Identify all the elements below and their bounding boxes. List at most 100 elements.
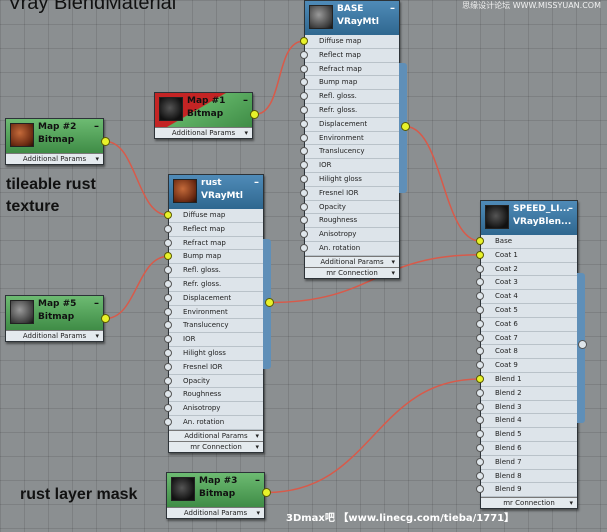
input-socket-icon[interactable] bbox=[476, 388, 484, 397]
slot-bump-map[interactable]: Bump map bbox=[164, 250, 263, 265]
map2-bitmap-node[interactable]: Map #2 Bitmap – Additional Params bbox=[5, 118, 104, 165]
additional-params-rollout[interactable]: Additional Params bbox=[167, 507, 264, 518]
slot-coat-3[interactable]: Coat 3 bbox=[476, 276, 577, 291]
input-socket-icon[interactable] bbox=[300, 161, 308, 170]
additional-params-rollout[interactable]: Additional Params bbox=[155, 127, 252, 138]
collapse-icon[interactable]: – bbox=[390, 3, 395, 14]
collapse-icon[interactable]: – bbox=[94, 298, 99, 309]
slot-an-rotation[interactable]: An. rotation bbox=[300, 242, 399, 256]
slot-ior[interactable]: IOR bbox=[164, 333, 263, 347]
collapse-icon[interactable]: – bbox=[243, 95, 248, 106]
slot-blend-8[interactable]: Blend 8 bbox=[476, 470, 577, 484]
input-socket-icon[interactable] bbox=[164, 224, 172, 233]
input-socket-icon[interactable] bbox=[164, 390, 172, 399]
node-header[interactable]: SPEED_LI... VRayBlen... – bbox=[481, 201, 577, 235]
slot-environment[interactable]: Environment bbox=[164, 306, 263, 320]
slot-blend-3[interactable]: Blend 3 bbox=[476, 401, 577, 415]
slot-coat-2[interactable]: Coat 2 bbox=[476, 263, 577, 277]
node-header[interactable]: rust VRayMtl – bbox=[169, 175, 263, 209]
input-socket-icon[interactable] bbox=[300, 37, 308, 45]
input-socket-icon[interactable] bbox=[476, 305, 484, 314]
slot-blend-2[interactable]: Blend 2 bbox=[476, 387, 577, 401]
input-socket-icon[interactable] bbox=[164, 293, 172, 302]
input-socket-icon[interactable] bbox=[300, 92, 308, 101]
node-header[interactable]: Map #3 Bitmap – bbox=[167, 473, 264, 507]
input-socket-icon[interactable] bbox=[476, 416, 484, 425]
input-socket-icon[interactable] bbox=[476, 264, 484, 273]
additional-params-rollout[interactable]: Additional Params bbox=[305, 255, 399, 267]
map2-output-socket[interactable] bbox=[101, 137, 110, 146]
slot-displacement[interactable]: Displacement bbox=[300, 118, 399, 132]
map5-bitmap-node[interactable]: Map #5 Bitmap – Additional Params bbox=[5, 295, 104, 342]
input-socket-icon[interactable] bbox=[164, 348, 172, 357]
slot-blend-4[interactable]: Blend 4 bbox=[476, 414, 577, 429]
collapse-icon[interactable]: – bbox=[254, 177, 259, 188]
collapse-icon[interactable]: – bbox=[94, 121, 99, 132]
slot-anisotropy[interactable]: Anisotropy bbox=[164, 402, 263, 416]
slot-anisotropy[interactable]: Anisotropy bbox=[300, 228, 399, 242]
slot-an-rotation[interactable]: An. rotation bbox=[164, 416, 263, 430]
input-socket-icon[interactable] bbox=[164, 335, 172, 344]
slot-refr-gloss[interactable]: Refr. gloss. bbox=[300, 104, 399, 118]
mr-connection-rollout[interactable]: mr Connection bbox=[305, 266, 399, 278]
input-socket-icon[interactable] bbox=[476, 471, 484, 480]
input-socket-icon[interactable] bbox=[476, 443, 484, 452]
slot-coat-7[interactable]: Coat 7 bbox=[476, 332, 577, 346]
input-socket-icon[interactable] bbox=[300, 174, 308, 183]
slot-coat-5[interactable]: Coat 5 bbox=[476, 304, 577, 318]
slot-base[interactable]: Base bbox=[476, 235, 577, 249]
input-socket-icon[interactable] bbox=[300, 230, 308, 239]
speed-output-socket[interactable] bbox=[578, 340, 587, 349]
input-socket-icon[interactable] bbox=[476, 361, 484, 370]
input-socket-icon[interactable] bbox=[476, 457, 484, 466]
slot-hilight-gloss[interactable]: Hilight gloss bbox=[300, 173, 399, 187]
map1-output-socket[interactable] bbox=[250, 110, 259, 119]
slot-fresnel-ior[interactable]: Fresnel IOR bbox=[164, 361, 263, 375]
map5-output-socket[interactable] bbox=[101, 314, 110, 323]
input-socket-icon[interactable] bbox=[164, 404, 172, 413]
slot-translucency[interactable]: Translucency bbox=[300, 145, 399, 160]
input-socket-icon[interactable] bbox=[164, 417, 172, 426]
node-header[interactable]: BASE VRayMtl – bbox=[305, 1, 399, 35]
input-socket-icon[interactable] bbox=[300, 188, 308, 197]
slot-blend-6[interactable]: Blend 6 bbox=[476, 442, 577, 456]
slot-fresnel-ior[interactable]: Fresnel IOR bbox=[300, 187, 399, 201]
rust-output-socket[interactable] bbox=[265, 298, 274, 307]
map3-bitmap-node[interactable]: Map #3 Bitmap – Additional Params bbox=[166, 472, 265, 519]
input-socket-icon[interactable] bbox=[476, 374, 484, 383]
slot-coat-9[interactable]: Coat 9 bbox=[476, 359, 577, 373]
input-socket-icon[interactable] bbox=[300, 243, 308, 252]
input-socket-icon[interactable] bbox=[300, 64, 308, 73]
slot-refract-map[interactable]: Refract map bbox=[164, 237, 263, 251]
slot-translucency[interactable]: Translucency bbox=[164, 319, 263, 334]
input-socket-icon[interactable] bbox=[476, 485, 484, 494]
input-socket-icon[interactable] bbox=[300, 105, 308, 114]
input-socket-icon[interactable] bbox=[300, 78, 308, 87]
slot-blend-7[interactable]: Blend 7 bbox=[476, 456, 577, 470]
additional-params-rollout[interactable]: Additional Params bbox=[169, 429, 263, 441]
input-socket-icon[interactable] bbox=[476, 250, 484, 259]
input-socket-icon[interactable] bbox=[476, 333, 484, 342]
input-socket-icon[interactable] bbox=[300, 133, 308, 142]
input-socket-icon[interactable] bbox=[164, 211, 172, 219]
slot-bump-map[interactable]: Bump map bbox=[300, 76, 399, 91]
map3-output-socket[interactable] bbox=[262, 488, 271, 497]
slot-roughness[interactable]: Roughness bbox=[300, 214, 399, 229]
slot-displacement[interactable]: Displacement bbox=[164, 292, 263, 306]
input-socket-icon[interactable] bbox=[164, 307, 172, 316]
input-socket-icon[interactable] bbox=[476, 292, 484, 301]
input-socket-icon[interactable] bbox=[476, 237, 484, 245]
slot-refr-gloss[interactable]: Refr. gloss. bbox=[164, 278, 263, 292]
slot-refract-map[interactable]: Refract map bbox=[300, 63, 399, 77]
input-socket-icon[interactable] bbox=[476, 319, 484, 328]
slot-coat-1[interactable]: Coat 1 bbox=[476, 249, 577, 263]
slot-coat-4[interactable]: Coat 4 bbox=[476, 290, 577, 304]
node-header[interactable]: Map #5 Bitmap – bbox=[6, 296, 103, 330]
slot-diffuse-map[interactable]: Diffuse map bbox=[300, 35, 399, 49]
input-socket-icon[interactable] bbox=[300, 147, 308, 156]
mr-connection-rollout[interactable]: mr Connection bbox=[481, 497, 577, 509]
input-socket-icon[interactable] bbox=[476, 430, 484, 439]
input-socket-icon[interactable] bbox=[300, 50, 308, 59]
